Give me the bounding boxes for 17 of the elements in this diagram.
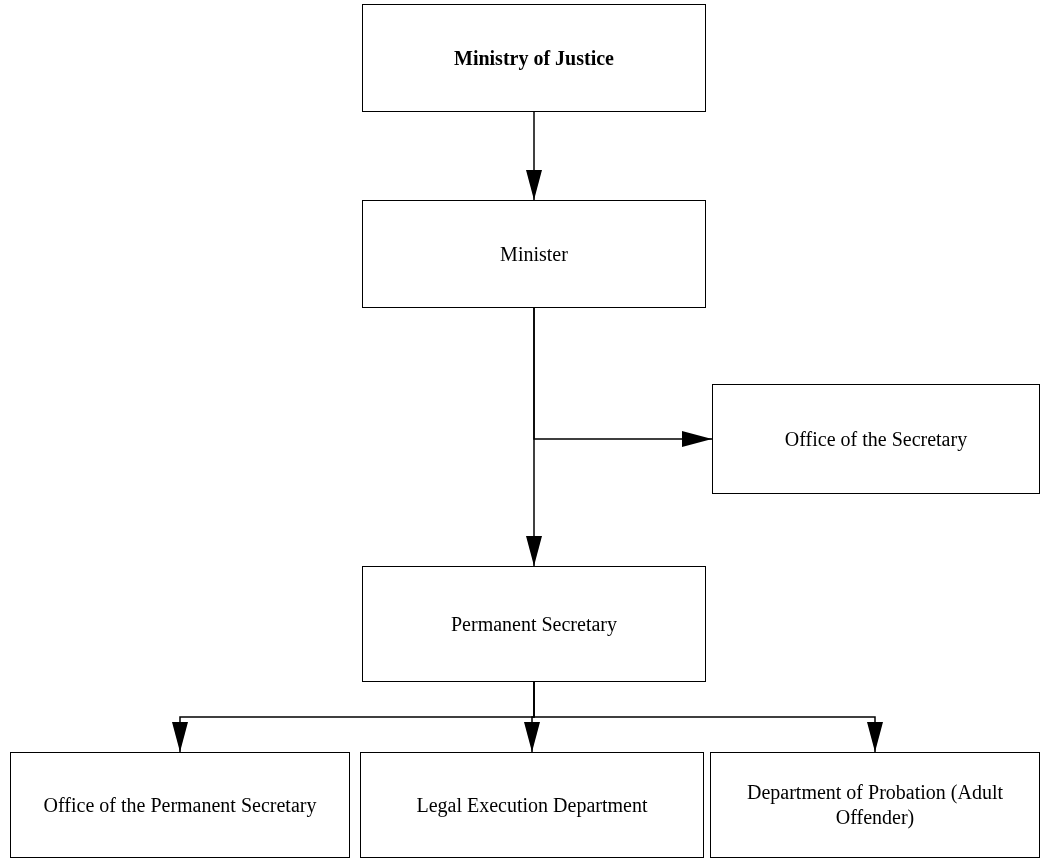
org-box — [10, 752, 350, 858]
org-box — [362, 566, 706, 682]
box-label: Ministry of Justice — [453, 45, 615, 71]
arrow — [533, 681, 883, 753]
org-box — [362, 4, 706, 112]
box-label: Minister — [499, 241, 569, 267]
box-label: Legal Execution Department — [415, 792, 649, 818]
box-label: Office of the Permanent Secretary — [42, 792, 318, 818]
box-label: Office of the Secretary — [783, 426, 969, 452]
box-label: Permanent Secretary — [449, 611, 618, 637]
org-box — [710, 752, 1040, 858]
org-box — [362, 200, 706, 308]
org-box — [360, 752, 704, 858]
arrow — [526, 111, 542, 201]
org-box — [712, 384, 1040, 494]
box-label: Department of Probation (Adult Offender) — [745, 780, 1005, 830]
arrow — [526, 307, 542, 567]
